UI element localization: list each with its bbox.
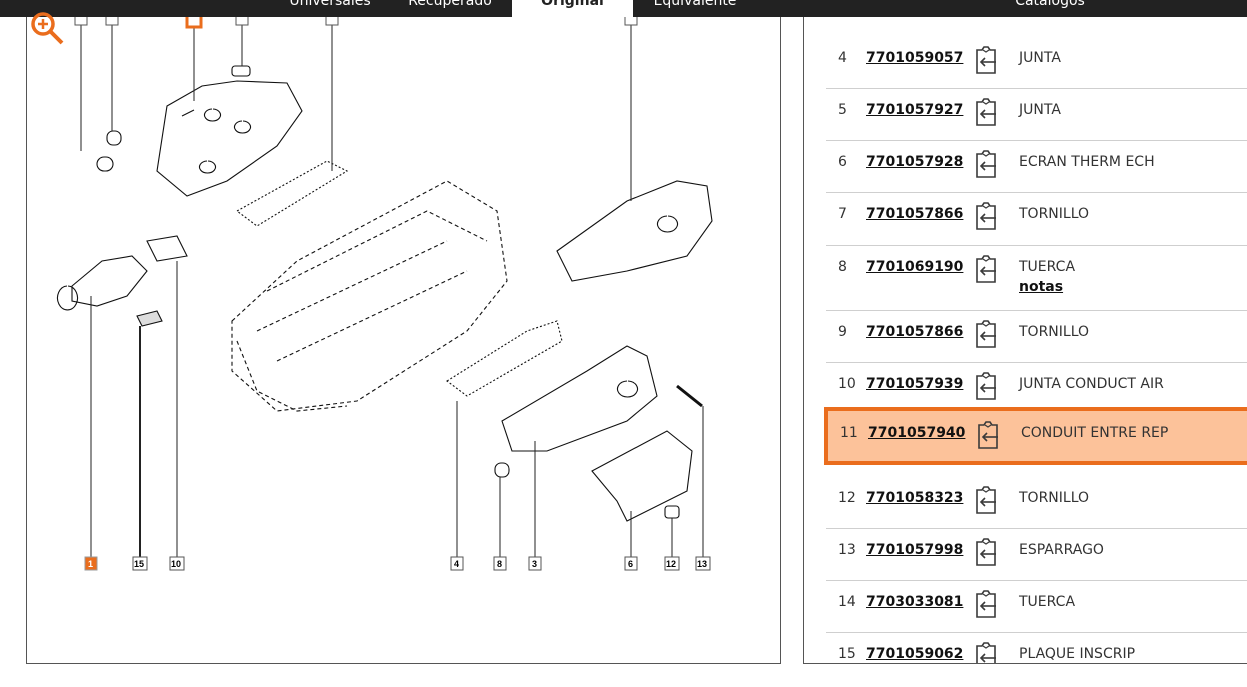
part-ref-number: 7	[838, 206, 847, 222]
part-number-link[interactable]: 7701069190	[866, 259, 964, 275]
callout-6[interactable]: 6	[624, 556, 638, 571]
add-to-list-icon[interactable]	[974, 320, 998, 348]
part-number-link[interactable]: 7701057927	[866, 102, 964, 118]
part-description: ESPARRAGO	[1019, 542, 1104, 558]
add-to-list-icon[interactable]	[974, 46, 998, 74]
add-to-list-icon[interactable]	[974, 255, 998, 283]
heat-shield-drawing	[591, 430, 693, 522]
parts-row[interactable]: 7 7701057866 TORNILLO	[826, 193, 1247, 246]
part-ref-number: 4	[838, 50, 847, 66]
add-to-list-icon[interactable]	[974, 642, 998, 663]
svg-text:15: 15	[134, 559, 144, 569]
part-ref-number: 13	[838, 542, 856, 558]
parts-row[interactable]: 15 7701059062 PLAQUE INSCRIP	[826, 633, 1247, 663]
add-to-list-icon[interactable]	[974, 98, 998, 126]
part-ref-number: 5	[838, 102, 847, 118]
add-to-list-icon[interactable]	[974, 202, 998, 230]
add-to-list-icon[interactable]	[976, 421, 1000, 449]
catalog-tab-bar: Universales Recuperado Original Equivale…	[0, 0, 1247, 17]
part-description: TUERCA	[1019, 594, 1076, 610]
parts-row[interactable]: 9 7701057866 TORNILLO	[826, 311, 1247, 363]
part-number-link[interactable]: 7701059062	[866, 646, 964, 662]
svg-text:4: 4	[454, 559, 459, 569]
part-number-link[interactable]: 7701057928	[866, 154, 964, 170]
part-ref-number: 10	[838, 376, 856, 392]
exhaust-manifold-lower-drawing	[501, 345, 658, 452]
part-ref-number: 9	[838, 324, 847, 340]
parts-row-selected[interactable]: 11 7701057940 CONDUIT ENTRE REP	[824, 407, 1247, 465]
engine-block-drawing	[231, 180, 508, 412]
part-description: PLAQUE INSCRIP	[1019, 646, 1136, 662]
add-to-list-icon[interactable]	[974, 486, 998, 514]
callout-3[interactable]: 3	[528, 556, 542, 571]
parts-row[interactable]: 10 7701057939 JUNTA CONDUCT AIR	[826, 363, 1247, 411]
parts-row[interactable]: 5 7701057927 JUNTA	[826, 89, 1247, 141]
part-number-link[interactable]: 7701059057	[866, 50, 964, 66]
svg-text:3: 3	[532, 559, 537, 569]
part-number-link[interactable]: 7701057866	[866, 324, 964, 340]
part-description: JUNTA CONDUCT AIR	[1019, 376, 1164, 392]
add-to-list-icon[interactable]	[974, 372, 998, 400]
part-number-link[interactable]: 7703033081	[866, 594, 964, 610]
svg-text:8: 8	[497, 559, 502, 569]
callout-4[interactable]: 4	[450, 556, 464, 571]
part-description: JUNTA	[1019, 102, 1061, 118]
part-number-link[interactable]: 7701057940	[868, 425, 966, 441]
exhaust-manifold-upper-drawing	[556, 180, 713, 282]
zoom-in-button[interactable]	[30, 10, 66, 46]
callout-15[interactable]: 15	[132, 556, 148, 571]
part-description: TORNILLO	[1019, 324, 1090, 340]
part-description: TORNILLO	[1019, 490, 1090, 506]
part-ref-number: 12	[838, 490, 856, 506]
part-ref-number: 8	[838, 259, 847, 275]
tab-catalogos[interactable]: Catálogos	[1015, 0, 1085, 9]
gasket-drawing	[235, 160, 349, 227]
tab-original[interactable]: Original	[512, 0, 633, 17]
add-to-list-icon[interactable]	[974, 590, 998, 618]
svg-text:6: 6	[628, 559, 633, 569]
parts-row[interactable]: 12 7701058323 TORNILLO	[826, 477, 1247, 529]
part-ref-number: 14	[838, 594, 856, 610]
callout-1[interactable]: 1	[84, 556, 98, 571]
parts-row[interactable]: 8 7701069190 TUERCA notas	[826, 246, 1247, 311]
tab-equivalente[interactable]: Equivalente	[653, 0, 737, 9]
svg-text:13: 13	[697, 559, 707, 569]
callout-8[interactable]: 8	[493, 556, 507, 571]
svg-text:12: 12	[666, 559, 676, 569]
part-description: TUERCA	[1019, 259, 1076, 275]
part-description: JUNTA	[1019, 50, 1061, 66]
tab-recuperado[interactable]: Recuperado	[408, 0, 492, 9]
parts-row[interactable]: 4 7701059057 JUNTA	[826, 37, 1247, 89]
part-description: CONDUIT ENTRE REP	[1021, 425, 1169, 441]
part-number-link[interactable]: 7701057998	[866, 542, 964, 558]
part-description: TORNILLO	[1019, 206, 1090, 222]
notes-link[interactable]: notas	[1019, 279, 1064, 295]
part-ref-number: 6	[838, 154, 847, 170]
zoom-in-icon	[31, 12, 64, 45]
exploded-diagram-panel: 1 15 10 4 8 3 6 12 13	[26, 10, 781, 664]
callout-12[interactable]: 12	[664, 556, 680, 571]
parts-row[interactable]: 6 7701057928 ECRAN THERM ECH	[826, 141, 1247, 193]
exploded-parts-diagram[interactable]: 1 15 10 4 8 3 6 12 13	[27, 11, 782, 665]
part-ref-number: 15	[838, 646, 856, 662]
add-to-list-icon[interactable]	[974, 150, 998, 178]
parts-row[interactable]: 14 7703033081 TUERCA	[826, 581, 1247, 633]
callout-10[interactable]: 10	[169, 556, 185, 571]
svg-text:1: 1	[88, 559, 93, 569]
callout-13[interactable]: 13	[695, 556, 711, 571]
intake-manifold-drawing	[156, 80, 303, 197]
add-to-list-icon[interactable]	[974, 538, 998, 566]
part-number-link[interactable]: 7701057866	[866, 206, 964, 222]
svg-text:10: 10	[171, 559, 181, 569]
water-outlet-drawing	[56, 255, 148, 311]
parts-row[interactable]: 13 7701057998 ESPARRAGO	[826, 529, 1247, 581]
part-number-link[interactable]: 7701058323	[866, 490, 964, 506]
part-number-link[interactable]: 7701057939	[866, 376, 964, 392]
tab-universales[interactable]: Universales	[289, 0, 371, 9]
part-description: ECRAN THERM ECH	[1019, 154, 1155, 170]
part-ref-number: 11	[840, 425, 858, 441]
